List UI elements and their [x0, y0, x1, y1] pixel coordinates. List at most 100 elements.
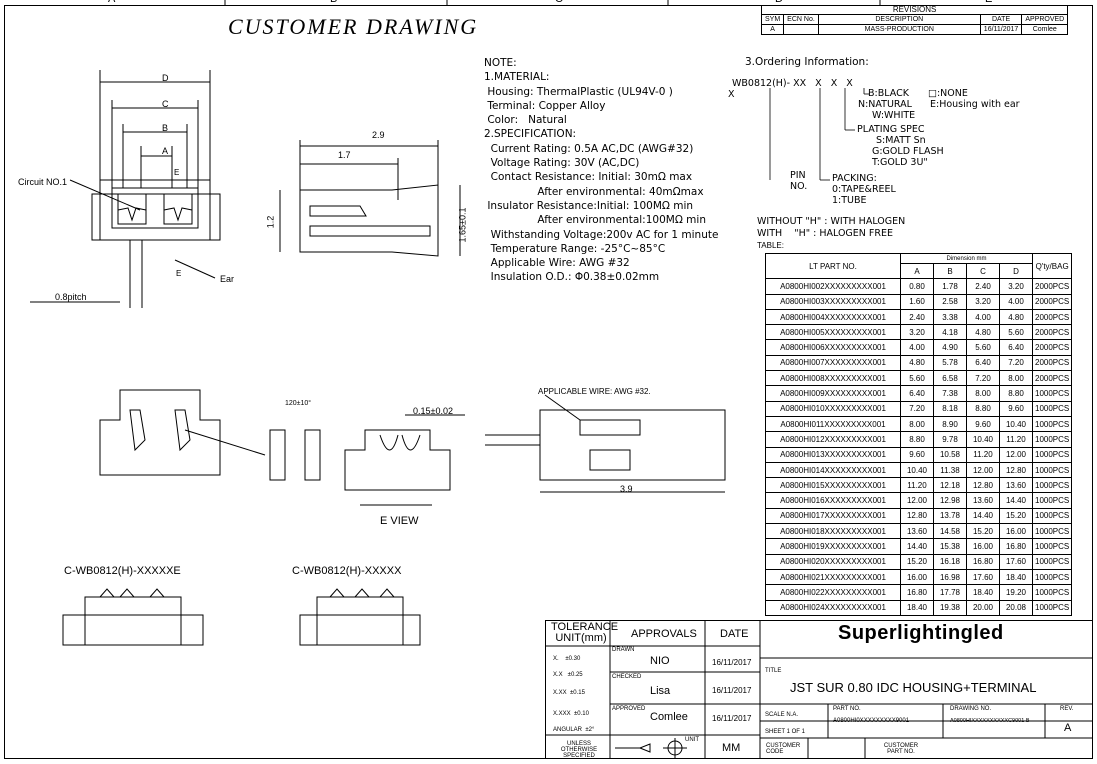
table-cell: 6.58: [933, 370, 967, 387]
part-noear-label: C-WB0812(H)-XXXXX: [292, 565, 402, 577]
customer-code-label: CUSTOMER CODE: [766, 743, 801, 755]
qty-header: Q'ty/BAG: [1031, 252, 1073, 280]
dim-b-label: B: [162, 123, 169, 133]
checked-name: Lisa: [650, 685, 671, 697]
title-block-grid: [545, 620, 1093, 759]
table-cell: 15.20: [999, 507, 1033, 525]
table-cell: 1.78: [933, 278, 967, 295]
rev-sym: A: [760, 24, 785, 35]
table-cell: 8.00: [966, 385, 1000, 402]
table-cell: 1000PCS: [1031, 538, 1073, 555]
table-cell: 4.80: [999, 308, 1033, 326]
table-cell: 0.80: [900, 278, 934, 295]
table-cell: 1000PCS: [1031, 523, 1073, 540]
pin-label: NO.: [790, 181, 808, 192]
packing-line: 1:TUBE: [832, 195, 867, 206]
revisions-heading: REVISIONS: [760, 5, 1069, 15]
table-cell: 5.60: [966, 339, 1000, 356]
table-cell: A0800HI022XXXXXXXXX001: [765, 584, 901, 601]
table-cell: 12.00: [900, 492, 934, 509]
note-line: Terminal: Copper Alloy: [484, 99, 606, 112]
dim-a-label: A: [162, 146, 169, 156]
ear-opt-none: □:NONE: [928, 88, 968, 99]
checked-label: CHECKED: [612, 674, 642, 680]
table-cell: 4.00: [999, 293, 1033, 310]
approved-date: 16/11/2017: [712, 714, 752, 723]
dimension-header: Dimension mm: [900, 253, 1033, 264]
table-cell: 16.80: [999, 538, 1033, 555]
zone-letter-b: B: [330, 0, 337, 5]
table-cell: 1000PCS: [1031, 553, 1073, 570]
table-cell: A0800HI013XXXXXXXXX001: [765, 446, 901, 463]
table-cell: 12.98: [933, 492, 967, 509]
drawn-name: NIO: [650, 655, 670, 667]
tolerance-header: TOLERANCE UNIT(mm): [551, 621, 619, 644]
table-cell: 1000PCS: [1031, 568, 1073, 586]
rev-col-sym: SYM: [760, 14, 785, 25]
len-39-label: 3.9: [620, 484, 633, 494]
table-cell: 18.40: [966, 584, 1000, 601]
table-cell: 1000PCS: [1031, 492, 1073, 509]
sheet-label: SHEET 1 OF 1: [765, 729, 805, 735]
detail-views-drawing: [99, 389, 465, 506]
table-cell: 8.80: [966, 400, 1000, 417]
rev-col-desc: DESCRIPTION: [817, 14, 981, 25]
note-line: NOTE:: [484, 57, 517, 69]
ear-opt-with: E:Housing with ear: [930, 99, 1020, 110]
col-a: A: [900, 262, 934, 280]
table-cell: 2.58: [933, 293, 967, 310]
table-cell: A0800HI002XXXXXXXXX001: [765, 278, 901, 295]
table-cell: 14.40: [999, 492, 1033, 509]
plating-line: G:GOLD FLASH: [872, 146, 944, 157]
table-cell: A0800HI024XXXXXXXXX001: [765, 599, 901, 616]
dim-e-label: E: [174, 168, 180, 177]
note-line: Current Rating: 0.5A AC,DC (AWG#32): [484, 142, 694, 155]
drawing-no-value: A0800HIXXXXXXXXXXC9001 B: [950, 718, 1030, 724]
table-cell: 17.60: [966, 568, 1000, 586]
table-cell: 1000PCS: [1031, 431, 1073, 448]
rev-col-date: DATE: [979, 14, 1023, 25]
rev-approver: Comlee: [1021, 24, 1069, 35]
table-cell: 1000PCS: [1031, 507, 1073, 525]
note-line: Insulation O.D.: Φ0.38±0.02mm: [484, 271, 660, 284]
table-cell: 4.00: [900, 339, 934, 356]
wire-label: APPLICABLE WIRE: AWG #32.: [538, 387, 651, 396]
table-cell: 12.00: [966, 461, 1000, 479]
table-cell: 16.00: [966, 538, 1000, 555]
table-cell: 20.00: [966, 599, 1000, 616]
table-cell: 9.78: [933, 431, 967, 448]
table-cell: 16.18: [933, 553, 967, 570]
table-cell: 7.20: [900, 400, 934, 417]
drawing-no-label: DRAWING NO.: [950, 706, 992, 712]
table-cell: 1000PCS: [1031, 461, 1073, 479]
plating-line: PLATING SPEC: [857, 124, 925, 135]
dim-c-label: C: [162, 99, 169, 109]
table-cell: 1000PCS: [1031, 477, 1073, 494]
zone-letter-a: A: [108, 0, 115, 5]
ordering-code-tail: X: [728, 89, 735, 100]
table-cell: 7.20: [999, 354, 1033, 372]
wire-assembly-drawing: [485, 394, 726, 493]
table-cell: 13.60: [966, 492, 1000, 509]
table-cell: 9.60: [966, 415, 1000, 433]
ear-label: Ear: [220, 274, 235, 284]
brand-name: Superlightingled: [838, 622, 1004, 644]
dim-165-label: 1.65±0.1: [457, 207, 468, 243]
drawing-title: JST SUR 0.80 IDC HOUSING+TERMINAL: [790, 680, 1037, 695]
table-cell: 16.00: [900, 568, 934, 586]
col-d: D: [999, 262, 1033, 280]
halogen-line: WITH "H" : HALOGEN FREE: [757, 228, 893, 239]
rev-col-approved: APPROVED: [1021, 14, 1069, 25]
notes-block: NOTE: 1.MATERIAL: Housing: ThermalPlasti…: [484, 56, 718, 285]
table-cell: 16.98: [933, 568, 967, 586]
table-cell: 3.20: [999, 278, 1033, 295]
drawn-date: 16/11/2017: [712, 658, 752, 667]
ordering-heading: 3.Ordering Information:: [745, 56, 869, 68]
table-cell: 19.38: [933, 599, 967, 616]
